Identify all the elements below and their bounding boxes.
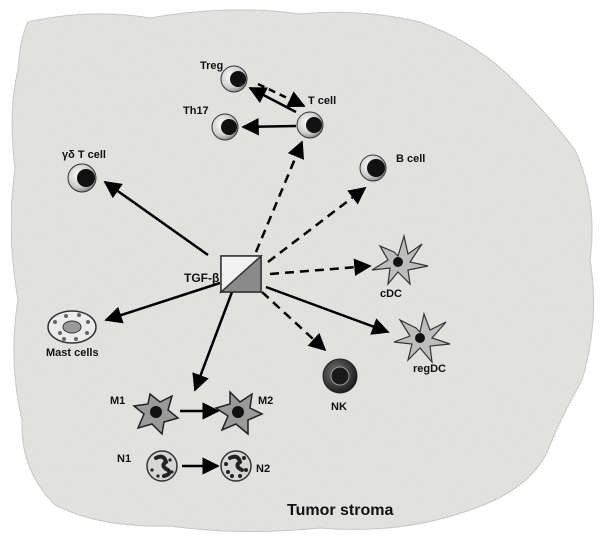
label-mast-cells: Mast cells bbox=[46, 347, 99, 359]
label-nk: NK bbox=[331, 401, 347, 413]
label-regdc: regDC bbox=[413, 363, 446, 375]
regdc-cell-icon bbox=[393, 311, 451, 364]
nk-cell-icon bbox=[322, 358, 358, 394]
tgf-beta-label: TGF-β bbox=[184, 271, 219, 285]
label-n1: N1 bbox=[117, 453, 131, 465]
arrow-treg-to-tcell bbox=[257, 82, 306, 108]
label-m2: M2 bbox=[258, 395, 273, 407]
tgf-beta-pyramid-icon bbox=[219, 254, 263, 294]
label-m1: M1 bbox=[110, 395, 125, 407]
label-cdc: cDC bbox=[380, 288, 402, 300]
n1-neutrophil-icon bbox=[146, 450, 178, 482]
arrow-to-t-cell bbox=[254, 140, 304, 253]
arrow-to-gd-t-cell bbox=[103, 180, 209, 257]
arrow-to-macrophage bbox=[192, 291, 234, 392]
th17-cell-icon bbox=[211, 113, 239, 141]
arrow-tcell-to-treg bbox=[248, 86, 297, 114]
arrow-tcell-to-th17 bbox=[241, 117, 297, 136]
n2-neutrophil-icon bbox=[220, 450, 252, 482]
arrow-to-mast-cells bbox=[104, 281, 221, 324]
gd-t-cell-icon bbox=[67, 163, 97, 193]
label-treg: Treg bbox=[200, 60, 223, 72]
label-t-cell: T cell bbox=[308, 95, 336, 107]
m1-macrophage-icon bbox=[132, 392, 180, 436]
cdc-cell-icon bbox=[371, 233, 429, 286]
label-b-cell: B cell bbox=[396, 153, 425, 165]
label-n2: N2 bbox=[256, 463, 270, 475]
mast-cell-icon bbox=[47, 310, 97, 344]
arrow-to-regdc bbox=[265, 285, 390, 335]
t-cell-icon bbox=[296, 111, 324, 139]
label-tumor-stroma: Tumor stroma bbox=[287, 502, 393, 519]
m2-macrophage-icon bbox=[214, 390, 264, 436]
label-gd-t-cell: γδ T cell bbox=[62, 149, 106, 161]
b-cell-icon bbox=[359, 154, 387, 182]
treg-cell-icon bbox=[220, 65, 248, 93]
arrow-to-cdc bbox=[269, 258, 372, 276]
arrow-to-b-cell bbox=[267, 186, 367, 263]
label-th17: Th17 bbox=[183, 105, 209, 117]
